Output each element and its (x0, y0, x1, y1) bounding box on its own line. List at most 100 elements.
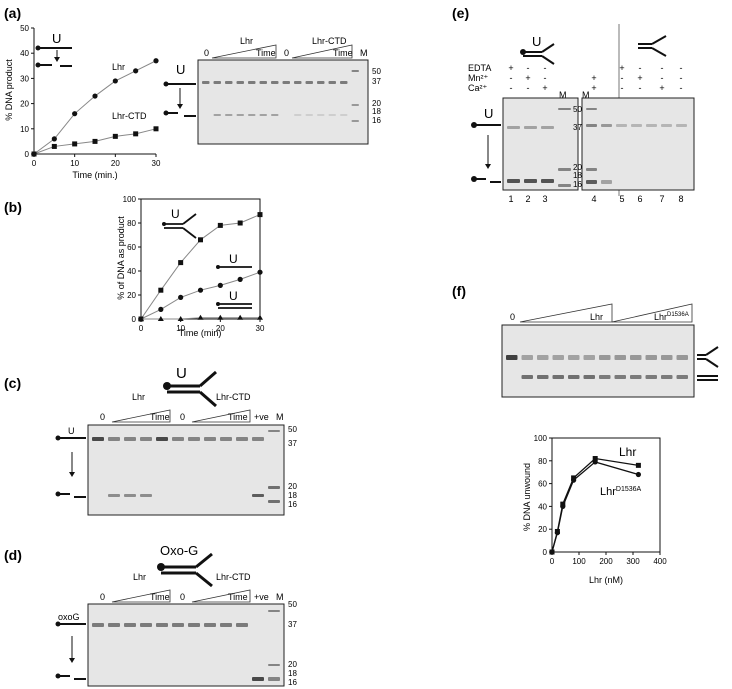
data-point-square (237, 220, 243, 226)
data-point-square (217, 222, 223, 228)
data-point-square (592, 456, 598, 462)
y-tick-label: 60 (538, 480, 547, 489)
gel-c-zero2: 0 (180, 412, 185, 422)
data-point-circle (237, 276, 243, 282)
gel-band (507, 179, 520, 183)
y-tick-label: 0 (132, 315, 137, 324)
e-condition-cell: + (591, 73, 596, 83)
y-tick-label: 30 (20, 74, 29, 83)
gel-band (537, 355, 549, 360)
chart-a-series-lhr: Lhr (112, 62, 125, 72)
panel-c-label: (c) (4, 375, 21, 391)
gel-band (317, 81, 325, 84)
gel-c-lane-label: U (68, 426, 75, 436)
gel-band (236, 437, 248, 441)
gel-band (583, 355, 595, 360)
e-size-16: 16 (573, 180, 582, 189)
gel-band (124, 623, 136, 627)
gel-band (630, 355, 642, 360)
e-condition-cell: - (680, 73, 683, 83)
gel-band (586, 108, 597, 110)
data-point-square (198, 237, 203, 243)
gel-band (586, 124, 597, 127)
data-point-circle (560, 503, 566, 509)
gel-band (524, 126, 537, 129)
e-condition-cell: - (661, 63, 664, 73)
e-lane-number: 7 (659, 194, 664, 204)
y-tick-label: 20 (127, 291, 136, 300)
x-tick-label: 10 (176, 324, 185, 333)
gel-band (204, 437, 216, 441)
gel-band (661, 375, 673, 379)
gel-band (124, 494, 136, 497)
e-row-mn: Mn²⁺ (468, 73, 488, 83)
gel-d-size-50: 50 (288, 600, 297, 609)
gel-band (259, 114, 267, 116)
e-lane-number: 1 (508, 194, 513, 204)
gel-band (124, 437, 136, 441)
e-condition-cell: - (661, 73, 664, 83)
gel-d-time1: Time (150, 592, 170, 602)
y-tick-label: 0 (543, 548, 548, 557)
gel-d-size-16: 16 (288, 678, 297, 687)
gel-band (645, 375, 657, 379)
substrate-icon-e1: U (520, 34, 555, 65)
gel-band (601, 124, 612, 127)
substrate-label: U (52, 31, 61, 46)
e-condition-cell: - (544, 63, 547, 73)
e-lane-number: 5 (619, 194, 624, 204)
y-tick-label: 40 (127, 267, 136, 276)
substrate-icon-d: Oxo-G (157, 543, 213, 588)
gel-band (537, 375, 549, 379)
data-point-circle (51, 136, 57, 142)
gel-f: 0 Lhr LhrD1536A (501, 303, 719, 398)
e-marker-2: M (582, 90, 590, 100)
panel-a-label: (a) (4, 5, 21, 21)
e-marker-1: M (559, 90, 567, 100)
e-substrate-label: U (532, 34, 541, 49)
panel-d-label: (d) (4, 547, 22, 563)
data-point-circle (549, 549, 555, 555)
x-tick-label: 30 (256, 324, 265, 333)
gel-band (614, 375, 626, 379)
chart-a-ylabel: % DNA product (4, 59, 14, 121)
gel-band (351, 70, 359, 72)
gel-band (558, 108, 571, 110)
gel-band (614, 355, 626, 360)
e-lane-number: 6 (637, 194, 642, 204)
y-tick-label: 10 (20, 125, 29, 134)
gel-band (92, 623, 104, 627)
gel-band (676, 355, 688, 360)
data-point-square (178, 260, 184, 266)
e-lane-number: 4 (591, 194, 596, 204)
gel-band (328, 81, 336, 84)
gel-band (506, 355, 518, 360)
gel-band (252, 677, 264, 681)
e-lane-number: 2 (525, 194, 530, 204)
gel-f-zero: 0 (510, 312, 515, 322)
gel-d-lane-label: oxoG (58, 612, 80, 622)
gel-a-time2: Time (333, 48, 353, 58)
gel-band (631, 124, 642, 127)
substrate-icons-b: U U U (162, 207, 252, 309)
gel-c-enzyme1: Lhr (132, 392, 145, 402)
chart-f-series-lhr: Lhr (619, 445, 636, 459)
gel-d-zero2: 0 (180, 592, 185, 602)
gel-band (188, 437, 200, 441)
gel-c-positive: +ve (254, 412, 269, 422)
gel-c: Lhr Lhr-CTD 0 Time 0 Time +ve M 50 37 20… (55, 392, 297, 516)
gel-band (328, 114, 336, 116)
gel-band (108, 623, 120, 627)
data-point-circle (592, 459, 598, 465)
plot-frame (140, 198, 261, 320)
gel-band (140, 494, 152, 497)
gel-a-size-50: 50 (372, 67, 381, 76)
e-condition-cell: + (508, 63, 513, 73)
data-point-square (51, 143, 57, 149)
e-side-label: U (484, 106, 493, 121)
gel-band (268, 486, 280, 489)
chart-a-xlabel: Time (min.) (72, 170, 117, 180)
data-point-square (72, 141, 78, 147)
